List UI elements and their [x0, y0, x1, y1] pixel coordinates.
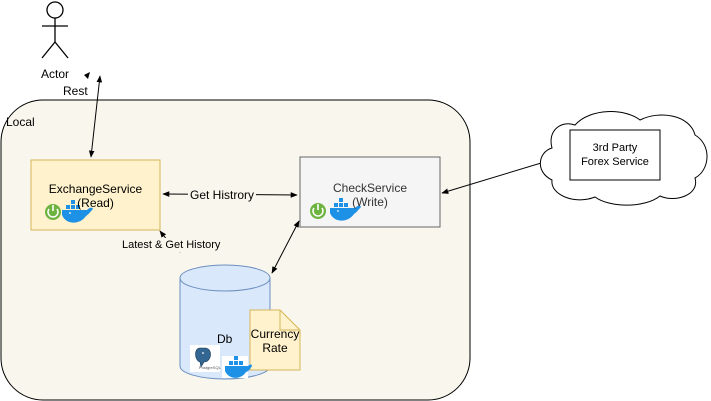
currency-note-line1: Currency [250, 327, 300, 341]
latest-history-label: Latest & Get History [122, 238, 221, 252]
docker-whale-icon [62, 200, 93, 223]
third-party-box[interactable] [569, 129, 661, 181]
currency-rate-note[interactable] [249, 309, 301, 371]
get-history-label: Get Histrory [188, 188, 257, 202]
check-service-title: CheckService [332, 181, 408, 195]
check-db-edge[interactable] [271, 220, 300, 274]
check-service-subtitle: (Write) [352, 195, 388, 209]
exchange-service-title: ExchangeService [48, 182, 143, 196]
third-party-line1: 3rd Party [592, 142, 638, 154]
rest-edge[interactable] [88, 75, 103, 158]
docker-whale-icon [330, 198, 361, 221]
detached-edge-marker [84, 72, 90, 79]
actor-figure[interactable] [41, 1, 69, 59]
local-label: Local [6, 115, 35, 129]
db-label: Db [217, 332, 233, 346]
docker-whale-icon [222, 356, 252, 378]
spring-power-icon [45, 204, 61, 220]
actor-label: Actor [41, 67, 70, 81]
exchange-service-subtitle: (Read) [77, 196, 114, 210]
postgresql-caption: PostgreSQL [199, 365, 221, 370]
spring-power-icon [310, 203, 326, 219]
currency-note-line2: Rate [262, 341, 288, 355]
third-party-line2: Forex Service [581, 156, 649, 168]
rest-edge-label: Rest [63, 84, 88, 98]
postgresql-elephant-icon [190, 345, 220, 372]
